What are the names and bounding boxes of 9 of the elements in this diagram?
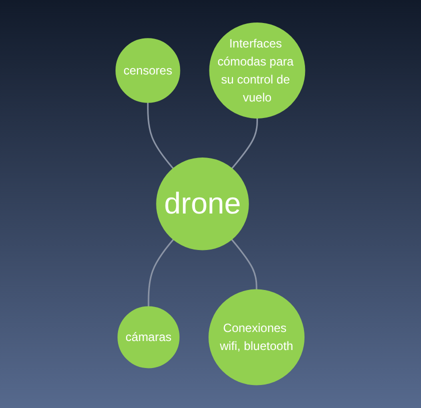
node-circle: Conexiones wifi, bluetooth <box>208 289 305 386</box>
connector <box>147 102 174 170</box>
node-circle: Interfaces cómodas para su control de vuelo <box>209 22 306 119</box>
connector <box>231 118 258 170</box>
node-circle: censores <box>116 38 180 103</box>
connector <box>148 238 174 307</box>
node-circle: drone <box>156 158 250 250</box>
node-circle: cámaras <box>118 306 180 368</box>
connector <box>231 238 258 290</box>
